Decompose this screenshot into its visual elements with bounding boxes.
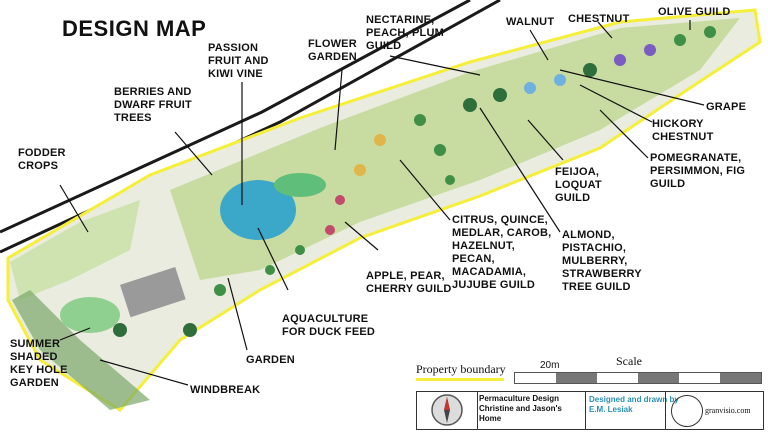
label-feijoa-guild: FEIJOA, LOQUAT GUILD: [555, 166, 602, 204]
label-windbreak: WINDBREAK: [190, 384, 261, 396]
label-flower-garden: FLOWER GARDEN: [308, 38, 357, 63]
title-block: Permaculture Design Christine and Jason'…: [416, 389, 764, 433]
legend-boundary-line: [416, 378, 504, 381]
aquaculture-pond: [220, 180, 296, 240]
label-fodder-crops: FODDER CROPS: [18, 147, 66, 172]
project-name: Permaculture Design Christine and Jason'…: [479, 394, 562, 423]
scale-bar: [514, 372, 762, 384]
label-aquaculture: AQUACULTURE FOR DUCK FEED: [282, 313, 376, 338]
label-grape: GRAPE: [706, 101, 747, 113]
keyhole-garden: [60, 297, 120, 333]
compass-icon: [417, 392, 478, 429]
label-passion-fruit-kiwi: PASSION FRUIT AND KIWI VINE: [208, 42, 269, 80]
fodder-crop-zone: [10, 200, 140, 300]
legend-scale-distance: 20m: [540, 360, 560, 371]
pond-plants: [274, 173, 326, 197]
leader-lines: [59, 20, 705, 386]
label-berries-dwarf-fruit: BERRIES AND DWARF FRUIT TREES: [114, 86, 192, 124]
label-almond-guild: ALMOND, PISTACHIO, MULBERRY, STRAWBERRY …: [562, 229, 642, 293]
label-walnut: WALNUT: [506, 16, 555, 28]
legend-scale-label: Scale: [616, 354, 642, 368]
orchard-zone: [170, 18, 740, 280]
map-title: DESIGN MAP: [62, 16, 207, 41]
label-summer-keyhole-garden: SUMMER SHADED KEY HOLE GARDEN: [10, 338, 68, 389]
label-hickory-chestnut: HICKORY CHESTNUT: [652, 118, 714, 143]
label-pomegranate-guild: POMEGRANATE, PERSIMMON, FIG GUILD: [650, 152, 746, 190]
label-olive-guild: OLIVE GUILD: [658, 6, 731, 18]
house: [120, 266, 186, 318]
label-citrus-guild: CITRUS, QUINCE, MEDLAR, CAROB, HAZELNUT,…: [452, 214, 552, 291]
label-nectarine-guild: NECTARINE, PEACH, PLUM GUILD: [366, 14, 444, 52]
legend-boundary-label: Property boundary: [416, 362, 506, 376]
designer-credit: Designed and drawn by E.M. Lesiak: [589, 395, 679, 414]
tree-rows: [113, 26, 716, 337]
label-apple-guild: APPLE, PEAR, CHERRY GUILD: [366, 270, 452, 295]
label-chestnut: CHESTNUT: [568, 13, 630, 25]
label-garden: GARDEN: [246, 354, 295, 366]
website-text: granvisio.com: [705, 406, 751, 415]
windbreak: [12, 290, 150, 410]
